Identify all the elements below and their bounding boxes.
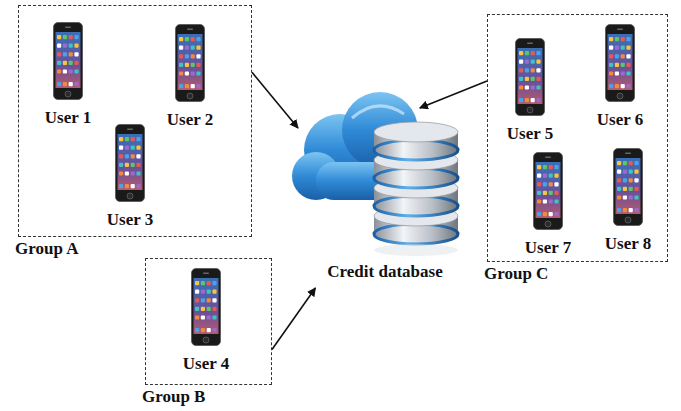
- user-node: User 4: [179, 268, 234, 376]
- arrow-connector: [272, 288, 315, 349]
- phone-icon: [115, 124, 145, 202]
- group-label: Group B: [142, 387, 205, 407]
- user-node: User 8: [601, 148, 656, 256]
- phone-icon: [613, 148, 643, 226]
- user-node: User 5: [503, 38, 558, 146]
- user-label: User 7: [521, 238, 576, 258]
- group-label: Group A: [15, 239, 78, 259]
- group-box: Group CUser 5User 6User 7User 8: [487, 14, 668, 262]
- user-label: User 3: [103, 210, 158, 230]
- user-label: User 8: [601, 234, 656, 254]
- phone-icon: [175, 24, 205, 102]
- phone-icon: [605, 24, 635, 102]
- phone-icon: [515, 38, 545, 116]
- phone-icon: [53, 22, 83, 100]
- cloud-database-icon: [292, 88, 466, 258]
- group-box: Group AUser 1User 2User 3: [18, 5, 252, 237]
- group-label: Group C: [484, 264, 548, 284]
- arrow-connector: [252, 72, 298, 128]
- database-node: Credit database: [298, 88, 472, 288]
- database-label: Credit database: [298, 262, 472, 282]
- user-label: User 4: [179, 354, 234, 374]
- group-box: Group BUser 4: [145, 258, 272, 385]
- user-label: User 1: [41, 108, 96, 128]
- user-label: User 2: [163, 110, 218, 130]
- phone-icon: [191, 268, 221, 346]
- user-node: User 3: [103, 124, 158, 232]
- user-label: User 6: [593, 110, 648, 130]
- user-label: User 5: [503, 124, 558, 144]
- user-node: User 7: [521, 152, 576, 260]
- user-node: User 1: [41, 22, 96, 130]
- arrow-connector: [420, 81, 487, 108]
- phone-icon: [533, 152, 563, 230]
- user-node: User 6: [593, 24, 648, 132]
- user-node: User 2: [163, 24, 218, 132]
